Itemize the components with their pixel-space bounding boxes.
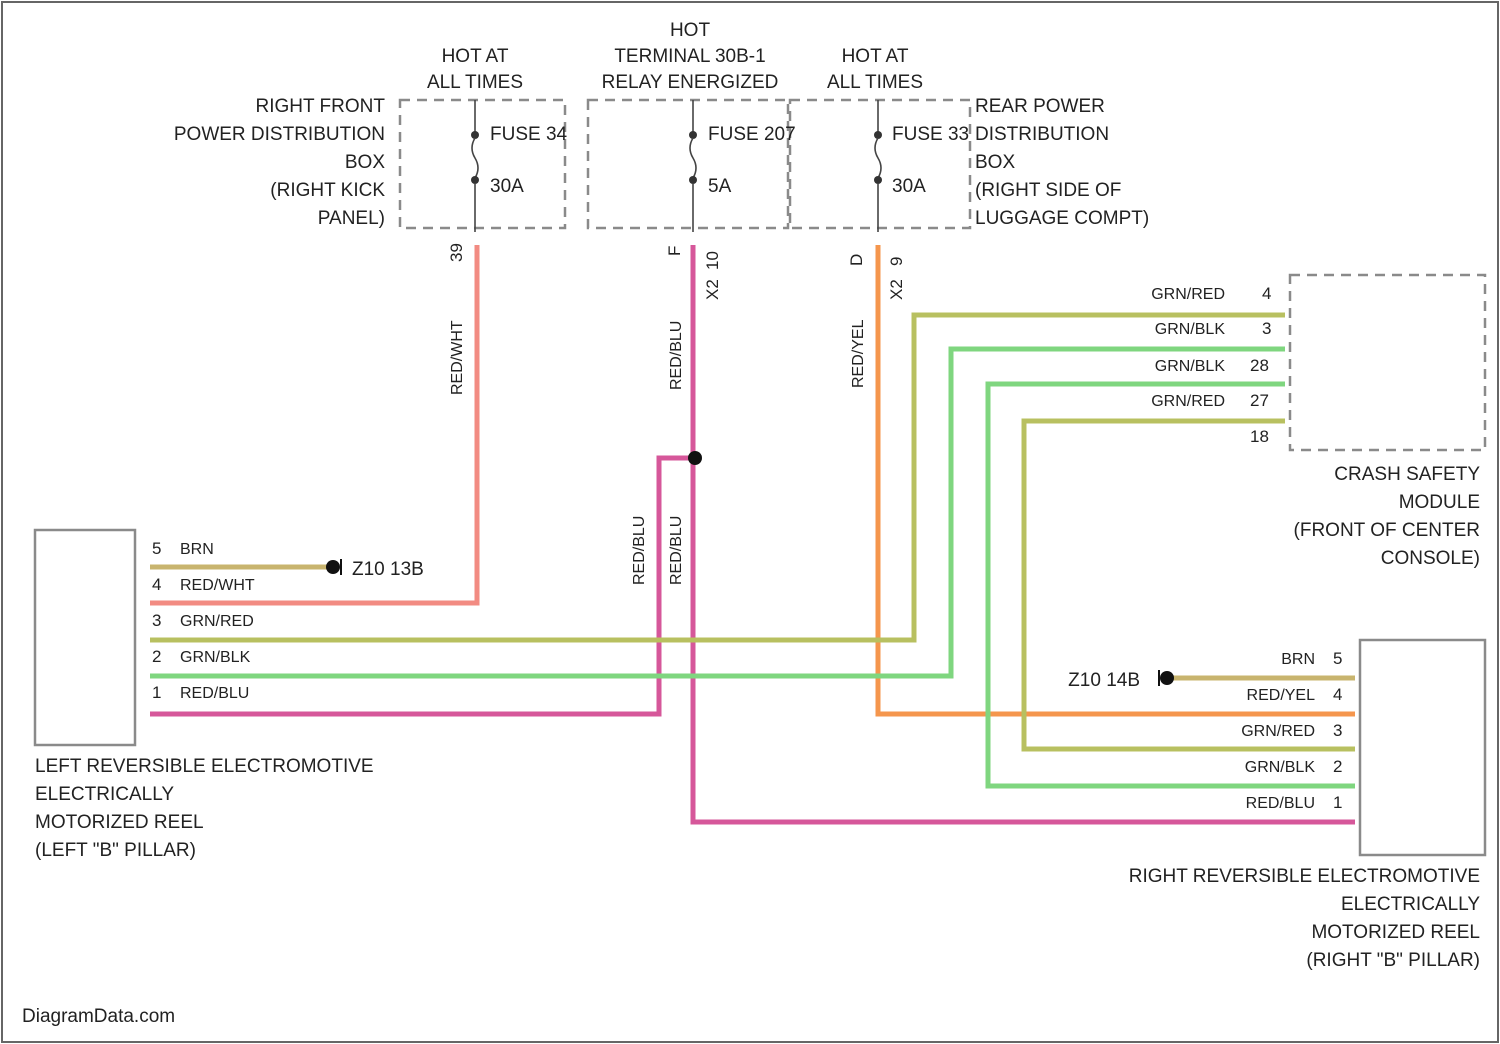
fuse-34-connector: 39 [447,243,466,262]
hot-label-3a: HOT AT [842,46,909,67]
right-reel-pin-3: 3 [1333,721,1342,740]
left-reel-wire-3: GRN/RED [180,613,254,630]
fuse-33-connector-top: D [847,254,866,266]
vlabel-red-blu-right: RED/BLU [668,516,685,585]
crash-wire-label-3: GRN/BLK [1155,358,1226,375]
ground-left-icon [326,559,341,575]
right-reel-wire-2: GRN/BLK [1245,759,1316,776]
pdb-left-label-4: (RIGHT KICK [270,180,385,201]
hot-label-1a: HOT AT [442,46,509,67]
right-reel-label-3: MOTORIZED REEL [1311,922,1480,943]
pdb-left-label-5: PANEL) [318,208,385,229]
crash-wire-label-1: GRN/RED [1151,286,1225,303]
left-reel-wire-5: BRN [180,541,214,558]
ground-right-label: Z10 14B [1068,670,1140,691]
right-reel-label-1: RIGHT REVERSIBLE ELECTROMOTIVE [1129,866,1480,887]
fuse-33-rating: 30A [892,176,926,197]
left-reel-wire-4: RED/WHT [180,577,255,594]
ground-right-icon [1159,670,1174,686]
right-reel-label-2: ELECTRICALLY [1341,894,1480,915]
pdb-left-label-3: BOX [345,152,385,173]
vlabel-red-yel: RED/YEL [850,319,867,388]
left-reel-pin-1: 1 [152,683,161,702]
crash-pin-3: 3 [1262,319,1271,338]
vlabel-red-wht: RED/WHT [449,320,466,395]
fuse-box-left [400,100,565,228]
wire-grn-blk-left [150,349,1285,676]
right-reel-wire-3: GRN/RED [1241,723,1315,740]
pdb-left-label-1: RIGHT FRONT [256,96,386,117]
left-reel-box [35,530,135,745]
crash-module-box [1290,275,1485,450]
right-reel-pin-2: 2 [1333,757,1342,776]
vlabel-red-blu-left: RED/BLU [631,516,648,585]
left-reel-label-1: LEFT REVERSIBLE ELECTROMOTIVE [35,756,374,777]
left-reel-pin-4: 4 [152,575,161,594]
hot-label-2c: RELAY ENERGIZED [602,72,779,93]
crash-wire-label-2: GRN/BLK [1155,321,1226,338]
left-reel-pin-5: 5 [152,539,161,558]
left-reel-label-2: ELECTRICALLY [35,784,174,805]
fuse-207: FUSE 207 5A F 10 X2 [665,100,796,300]
fuse-207-name: FUSE 207 [708,124,796,145]
left-reel-wire-2: GRN/BLK [180,649,251,666]
hot-label-2a: HOT [670,20,711,41]
fuse-33-connector-side: X2 [887,279,906,300]
crash-wire-label-4: GRN/RED [1151,393,1225,410]
left-reel-wire-1: RED/BLU [180,685,249,702]
crash-pin-28: 28 [1250,356,1269,375]
pdb-right-label-2: DISTRIBUTION [975,124,1109,145]
right-reel-wire-4: RED/YEL [1247,687,1316,704]
ground-left-label: Z10 13B [352,559,424,580]
right-reel-pin-4: 4 [1333,685,1342,704]
fuse-207-connector-side: X2 [703,279,722,300]
right-reel-wire-5: BRN [1281,651,1315,668]
right-reel-wire-1: RED/BLU [1246,795,1315,812]
fuse-33-name: FUSE 33 [892,124,969,145]
pdb-right-label-4: (RIGHT SIDE OF [975,180,1121,201]
fuse-33-connector-bottom: 9 [887,257,906,266]
crash-module-label-4: CONSOLE) [1381,548,1480,569]
watermark: DiagramData.com [22,1006,175,1027]
crash-module-label-2: MODULE [1399,492,1480,513]
crash-pin-18: 18 [1250,427,1269,446]
pdb-right-label-5: LUGGAGE COMPT) [975,208,1149,229]
fuse-207-connector-top: F [665,246,684,256]
left-reel-pin-3: 3 [152,611,161,630]
right-reel-label-4: (RIGHT "B" PILLAR) [1306,950,1480,971]
left-reel-label-3: MOTORIZED REEL [35,812,204,833]
fuse-207-rating: 5A [708,176,732,197]
hot-label-2b: TERMINAL 30B-1 [614,46,765,67]
fuse-33: FUSE 33 30A D 9 X2 [847,100,969,300]
right-reel-pin-5: 5 [1333,649,1342,668]
left-reel-pin-2: 2 [152,647,161,666]
fuse-box-center [588,100,788,228]
left-reel-label-4: (LEFT "B" PILLAR) [35,840,196,861]
fuse-34-name: FUSE 34 [490,124,568,145]
fuse-207-connector-bottom: 10 [703,251,722,270]
fuse-34: FUSE 34 30A 39 [447,100,568,262]
pdb-right-label-3: BOX [975,152,1015,173]
crash-pin-27: 27 [1250,391,1269,410]
hot-label-1b: ALL TIMES [427,72,523,93]
vlabel-red-blu-top: RED/BLU [668,321,685,390]
right-reel-pin-1: 1 [1333,793,1342,812]
crash-module-label-1: CRASH SAFETY [1334,464,1480,485]
fuse-34-rating: 30A [490,176,524,197]
crash-pin-4: 4 [1262,284,1271,303]
splice-dot [688,451,702,465]
right-reel-box [1360,640,1485,855]
hot-label-3b: ALL TIMES [827,72,923,93]
pdb-right-label-1: REAR POWER [975,96,1105,117]
crash-module-label-3: (FRONT OF CENTER [1294,520,1480,541]
wire-grn-red-left [150,315,1285,640]
pdb-left-label-2: POWER DISTRIBUTION [174,124,385,145]
